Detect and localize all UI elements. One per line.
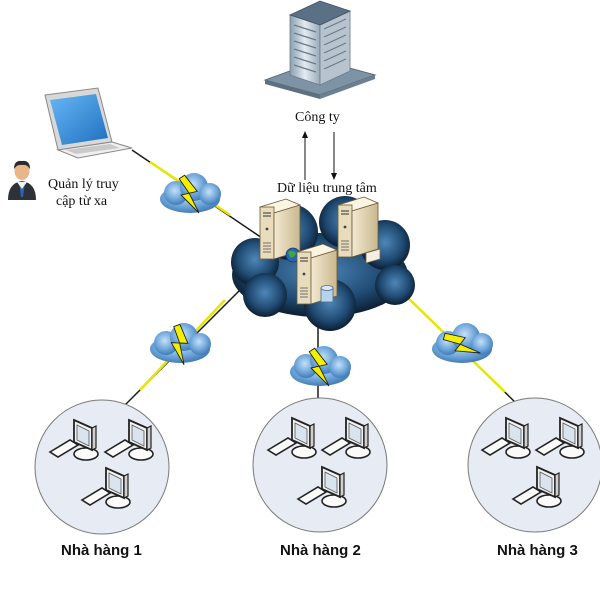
web-server-icon [259, 198, 301, 263]
restaurant-2-site [252, 397, 388, 533]
database-server-icon [296, 243, 338, 305]
company-label: Công ty [295, 110, 340, 125]
remote-admin-label-line-1: Quản lý truy [48, 177, 119, 192]
office-building-icon [263, 0, 377, 99]
remote-admin-label-line-2: cập từ xa [56, 194, 108, 209]
envelope-icon [365, 248, 381, 264]
restaurant-3-label: Nhà hàng 3 [497, 542, 578, 559]
restaurant-1-site [34, 399, 170, 535]
company-datacenter-arrows [302, 131, 337, 180]
mail-server-icon [337, 196, 381, 264]
remote-admin-label: Quản lý truy cập từ xa [48, 176, 119, 210]
arrow-down-head [331, 173, 337, 180]
cloud-icon-restaurant-2-link [290, 346, 351, 387]
datacenter-label: Dữ liệu trung tâm [277, 181, 377, 196]
cloud-icon-laptop-link [160, 173, 221, 214]
laptop-icon [44, 87, 133, 159]
arrow-up-head [302, 131, 308, 138]
restaurant-2-label: Nhà hàng 2 [280, 542, 361, 559]
businessman-icon [8, 160, 36, 200]
cloud-icon-restaurant-1-link [150, 322, 211, 366]
restaurant-1-label: Nhà hàng 1 [61, 542, 142, 559]
restaurant-3-site [467, 397, 600, 533]
